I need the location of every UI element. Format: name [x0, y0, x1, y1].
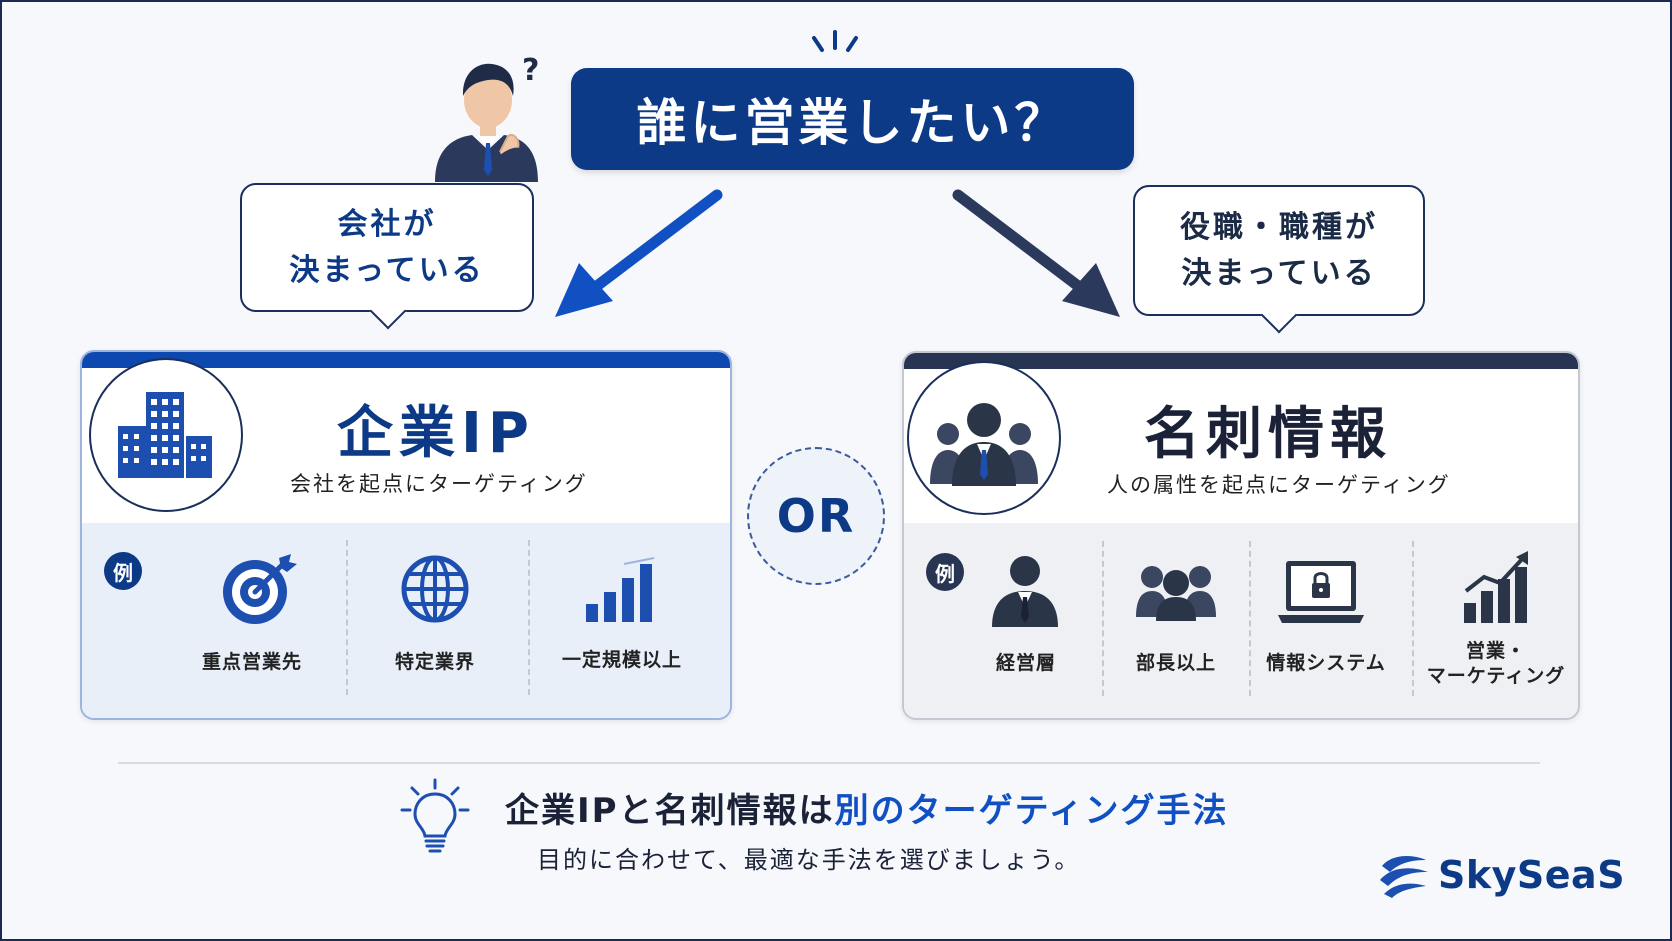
summary-headline-highlight: 別のターゲティング手法 — [834, 791, 1229, 831]
example-label-sales-line1: 営業・ — [1465, 640, 1526, 662]
thinking-person-icon: ? — [435, 53, 539, 182]
sparkle-icon — [812, 30, 858, 52]
wave-logo-icon — [1380, 856, 1428, 898]
question-title: 誰に営業したい？ — [571, 68, 1134, 170]
company-ip-subtitle: 会社を起点にターゲティング — [290, 472, 588, 496]
company-ip-card: 企業IP 会社を起点にターゲティング 例 重点営業先 特定業界 一定規模以上 — [80, 350, 732, 720]
company-ip-title: 企業IP — [337, 401, 535, 466]
growth-chart-icon — [1464, 551, 1528, 623]
lightbulb-icon — [400, 778, 470, 853]
example-label-executives: 経営層 — [995, 652, 1056, 674]
target-icon — [223, 554, 297, 624]
arrow-left-icon — [555, 189, 723, 317]
arrow-right-icon — [952, 189, 1120, 317]
bubble-right-line1: 役職・職種が — [1180, 209, 1378, 245]
bubble-left-line1: 会社が — [337, 206, 437, 242]
company-ip-icon-circle — [89, 358, 243, 512]
globe-icon — [401, 555, 469, 623]
group-icon — [1136, 566, 1216, 621]
people-group-icon — [930, 403, 1038, 486]
svg-text:?: ? — [522, 53, 539, 88]
example-label-info-systems: 情報システム — [1266, 652, 1386, 674]
example-badge: 例 — [104, 552, 142, 590]
example-label-certain-scale: 一定規模以上 — [561, 649, 682, 671]
brand-logo: SkySeaS — [1378, 852, 1625, 898]
company-decided-bubble: 会社が 決まっている — [240, 183, 534, 330]
executive-icon — [992, 556, 1058, 627]
bubble-right-line2: 決まっている — [1181, 255, 1377, 291]
business-card-title: 名刺情報 — [1144, 402, 1392, 467]
example-label-specific-industry: 特定業界 — [394, 651, 475, 673]
business-card-info-card: 名刺情報 人の属性を起点にターゲティング 例 経営層 部長以上 情報システム — [902, 351, 1580, 720]
summary-headline-a: 企業IPと名刺情報は — [505, 791, 835, 831]
example-label-key-accounts: 重点営業先 — [201, 651, 302, 673]
summary-subtext: 目的に合わせて、最適な手法を選びましょう。 — [537, 846, 1081, 874]
example-label-sales-marketing: 営業・ マーケティング — [1416, 639, 1576, 689]
example-label-sales-line2: マーケティング — [1426, 665, 1566, 687]
summary-headline: 企業IPと名刺情報は別のターゲティング手法 — [505, 783, 1229, 832]
business-card-subtitle: 人の属性を起点にターゲティング — [1107, 473, 1451, 497]
bar-chart-icon — [586, 557, 655, 622]
buildings-icon — [118, 392, 212, 478]
divider-line — [118, 762, 1540, 764]
bubble-left-line2: 決まっている — [289, 252, 485, 288]
logo-text: SkySeaS — [1438, 853, 1626, 897]
example-label-managers: 部長以上 — [1135, 652, 1216, 674]
example-badge: 例 — [926, 553, 964, 591]
role-decided-bubble: 役職・職種が 決まっている — [1133, 185, 1425, 334]
laptop-lock-icon — [1278, 561, 1364, 623]
or-divider: OR — [747, 447, 885, 585]
business-card-icon-circle — [907, 361, 1061, 515]
